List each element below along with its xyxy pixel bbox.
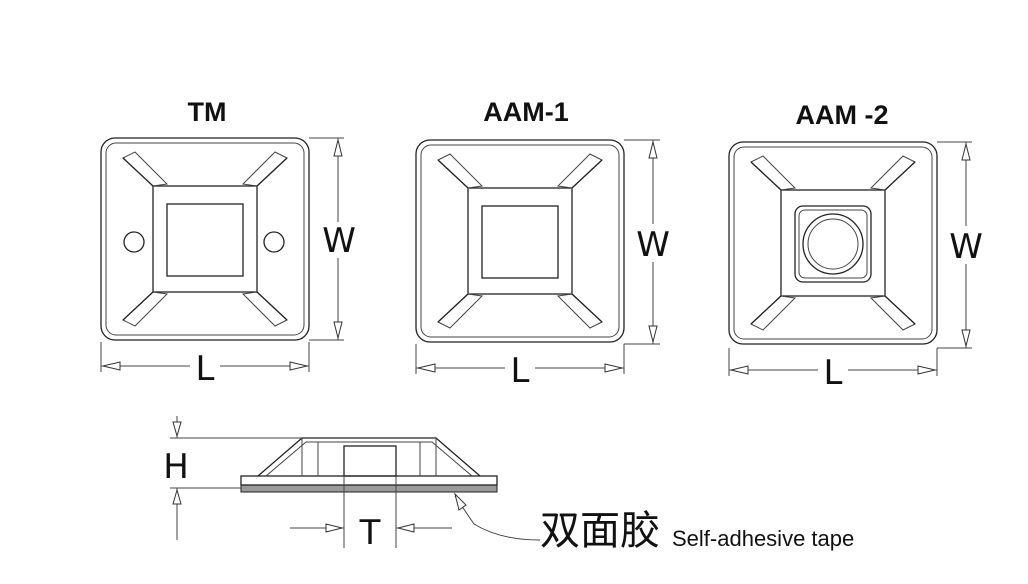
aam1-width-dimension: W: [624, 139, 670, 345]
aam1-length-dimension: L: [415, 344, 625, 391]
aam2-width-label: W: [949, 227, 983, 267]
aam2-length-dimension: L: [728, 348, 938, 393]
tape-label-english: Self-adhesive tape: [672, 526, 854, 551]
center-hole-icon: [802, 213, 864, 275]
side-profile: [240, 437, 498, 493]
title-aam1: AAM-1: [483, 97, 569, 127]
height-dimension: H: [163, 416, 302, 540]
title-tm: TM: [188, 97, 227, 127]
aam1-width-label: W: [636, 225, 670, 265]
height-label: H: [163, 447, 189, 487]
adhesive-tape-strip: [240, 484, 498, 493]
tape-leader: 双面胶 Self-adhesive tape: [454, 492, 854, 554]
left-hole-icon: [123, 231, 145, 253]
tm-mount: [100, 137, 310, 341]
aam1-mount: [415, 139, 625, 343]
aam1-length-label: L: [511, 351, 530, 391]
right-hole-icon: [263, 231, 285, 253]
aam2-mount: [728, 141, 938, 345]
thickness-label: T: [359, 513, 381, 553]
tm-length-dimension: L: [100, 342, 310, 389]
thickness-dimension: T: [290, 476, 452, 553]
aam2-length-label: L: [824, 353, 843, 393]
title-aam2: AAM -2: [796, 100, 889, 130]
tm-width-label: W: [322, 221, 356, 261]
aam2-width-dimension: W: [937, 141, 983, 349]
tm-length-label: L: [196, 349, 215, 389]
tm-width-dimension: W: [309, 137, 356, 341]
tape-label-chinese: 双面胶: [540, 508, 660, 554]
